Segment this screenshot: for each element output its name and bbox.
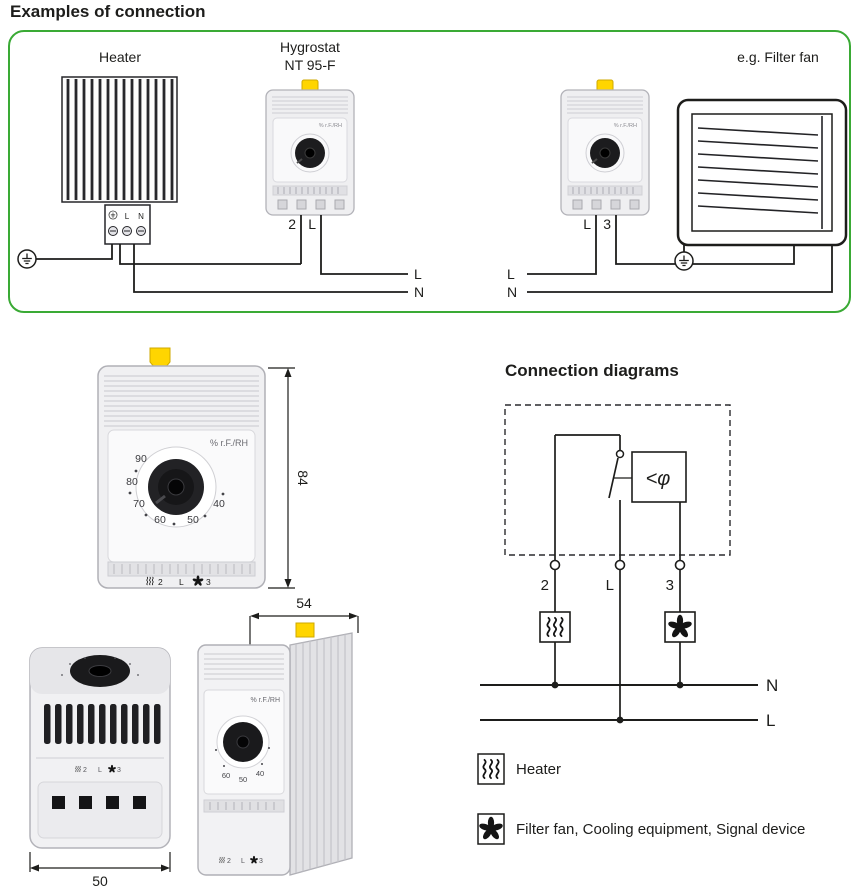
terminal-2-node — [549, 559, 561, 571]
dial-cap — [167, 478, 185, 496]
dial-70: 70 — [133, 498, 145, 510]
dim-50-label: 50 — [92, 873, 108, 889]
terminal-3-node — [674, 559, 686, 571]
heater-body — [61, 76, 178, 203]
dial-90: 90 — [135, 453, 147, 465]
fan-frame — [676, 98, 848, 247]
dial-scale-dots — [128, 469, 225, 526]
side-strip-3: 3 — [259, 858, 263, 865]
side-front-ridges — [204, 653, 284, 680]
front-strip-3: 3 — [117, 767, 121, 774]
dial-pointer — [155, 494, 166, 505]
legend-heater-label: Heater — [516, 761, 561, 778]
sch-terminal-2: 2 — [541, 577, 549, 594]
connection-examples-illustration: % r.F./RH Heater Hygrostat NT 95-F e.g. … — [17, 39, 848, 300]
hygrostat-device-left — [265, 79, 355, 216]
dial-40: 40 — [213, 498, 225, 510]
side-dial-50: 50 — [239, 775, 247, 784]
product-side-view: % r.F./RH 60 50 40 2 L 3 — [197, 622, 353, 876]
heater-label: Heater — [99, 49, 141, 65]
side-strip-l: L — [241, 858, 245, 865]
right-terminal-l: L — [583, 216, 591, 232]
heater-terminal-n: N — [138, 212, 144, 221]
right-wire-n-label: N — [507, 284, 517, 300]
left-wire-l-label: L — [414, 266, 422, 282]
filter-fan-illustration — [676, 98, 848, 247]
dimension-height-84: 84 — [268, 367, 311, 589]
vent-slots — [44, 704, 161, 744]
heater-terminal-l: L — [125, 212, 130, 221]
right-wire-l-label: L — [507, 266, 515, 282]
terminal-l-node — [614, 559, 626, 571]
dim-54-label: 54 — [296, 595, 312, 611]
ground-icon — [108, 210, 118, 220]
front-strip-l: L — [98, 767, 102, 774]
side-dial-cap — [236, 735, 250, 749]
din-clip — [295, 622, 315, 638]
hygrostat-label-line2: NT 95-F — [284, 57, 335, 73]
side-strip-ticks — [209, 802, 275, 810]
terminal-strip-ticks — [113, 564, 251, 574]
side-strip-2: 2 — [227, 858, 231, 865]
strip-3: 3 — [206, 577, 211, 587]
humidity-sensor-box — [631, 451, 687, 503]
ground-wire-left — [36, 244, 113, 260]
wires-right — [527, 215, 833, 293]
sch-terminal-3: 3 — [666, 577, 674, 594]
dimension-width-50: 50 — [29, 852, 171, 889]
dial-50: 50 — [187, 514, 199, 526]
din-clip — [149, 347, 171, 369]
front-terminal-openings — [52, 796, 146, 809]
product-top-ridges — [104, 375, 259, 427]
page-title: Examples of connection — [10, 2, 206, 21]
strip-l: L — [179, 577, 184, 587]
legend-fan-label: Filter fan, Cooling equipment, Signal de… — [516, 821, 805, 838]
hygrostat-device-right — [560, 79, 650, 216]
diagram-legend: Heater Filter fan, Cooling equipment, Si… — [477, 753, 805, 845]
wires-left — [119, 215, 408, 293]
fan-grille-frame — [691, 113, 833, 232]
dial-80: 80 — [126, 476, 138, 488]
heater-fins — [66, 79, 174, 200]
front-terminal-panel — [37, 781, 163, 839]
side-dial-dots — [215, 747, 270, 767]
heater-illustration: L N — [61, 76, 178, 245]
connection-examples-panel: % r.F./RH Heater Hygrostat NT 95-F e.g. … — [8, 30, 851, 313]
bus-n-label: N — [766, 676, 778, 695]
front-strip-2: 2 — [83, 767, 87, 774]
right-terminal-3: 3 — [603, 216, 611, 232]
side-terminal-strip — [203, 799, 285, 813]
sch-terminal-l: L — [606, 577, 614, 594]
dial-60: 60 — [154, 514, 166, 526]
side-face — [289, 632, 353, 876]
side-ridges — [295, 634, 346, 873]
product-and-diagram-illustration: % r.F./RH 90 80 70 60 50 40 2 L 3 — [29, 347, 805, 889]
strip-2: 2 — [158, 577, 163, 587]
product-front-illustration: % r.F./RH 90 80 70 60 50 40 2 L 3 — [97, 347, 266, 589]
filter-fan-label: e.g. Filter fan — [737, 49, 819, 65]
front-dial-dots — [61, 657, 139, 676]
ground-symbol-left — [17, 249, 37, 269]
hygrostat-label-line1: Hygrostat — [280, 39, 340, 55]
connection-diagram-schematic: <φ 2 L 3 N L — [480, 404, 778, 730]
fan-louvers — [697, 127, 819, 214]
side-dial-60: 60 — [222, 771, 230, 780]
dim-84-label: 84 — [295, 470, 311, 486]
scale-text: % r.F./RH — [210, 438, 248, 448]
switch-contact — [615, 449, 625, 459]
front-knob-cap — [88, 665, 112, 677]
left-wire-n-label: N — [414, 284, 424, 300]
connection-diagrams-heading: Connection diagrams — [505, 361, 679, 380]
left-terminal-l: L — [308, 216, 316, 232]
sensor-label: <φ — [646, 468, 671, 490]
product-frontal-view: 2 L 3 — [29, 647, 171, 849]
side-dial-40: 40 — [256, 769, 264, 778]
left-terminal-2: 2 — [288, 216, 296, 232]
scale-text-side: % r.F./RH — [250, 697, 280, 704]
ground-symbol-right — [674, 251, 694, 271]
dimension-depth-54: 54 — [249, 595, 359, 645]
bus-l-label: L — [766, 711, 775, 730]
device-boundary-dashed — [504, 404, 731, 556]
